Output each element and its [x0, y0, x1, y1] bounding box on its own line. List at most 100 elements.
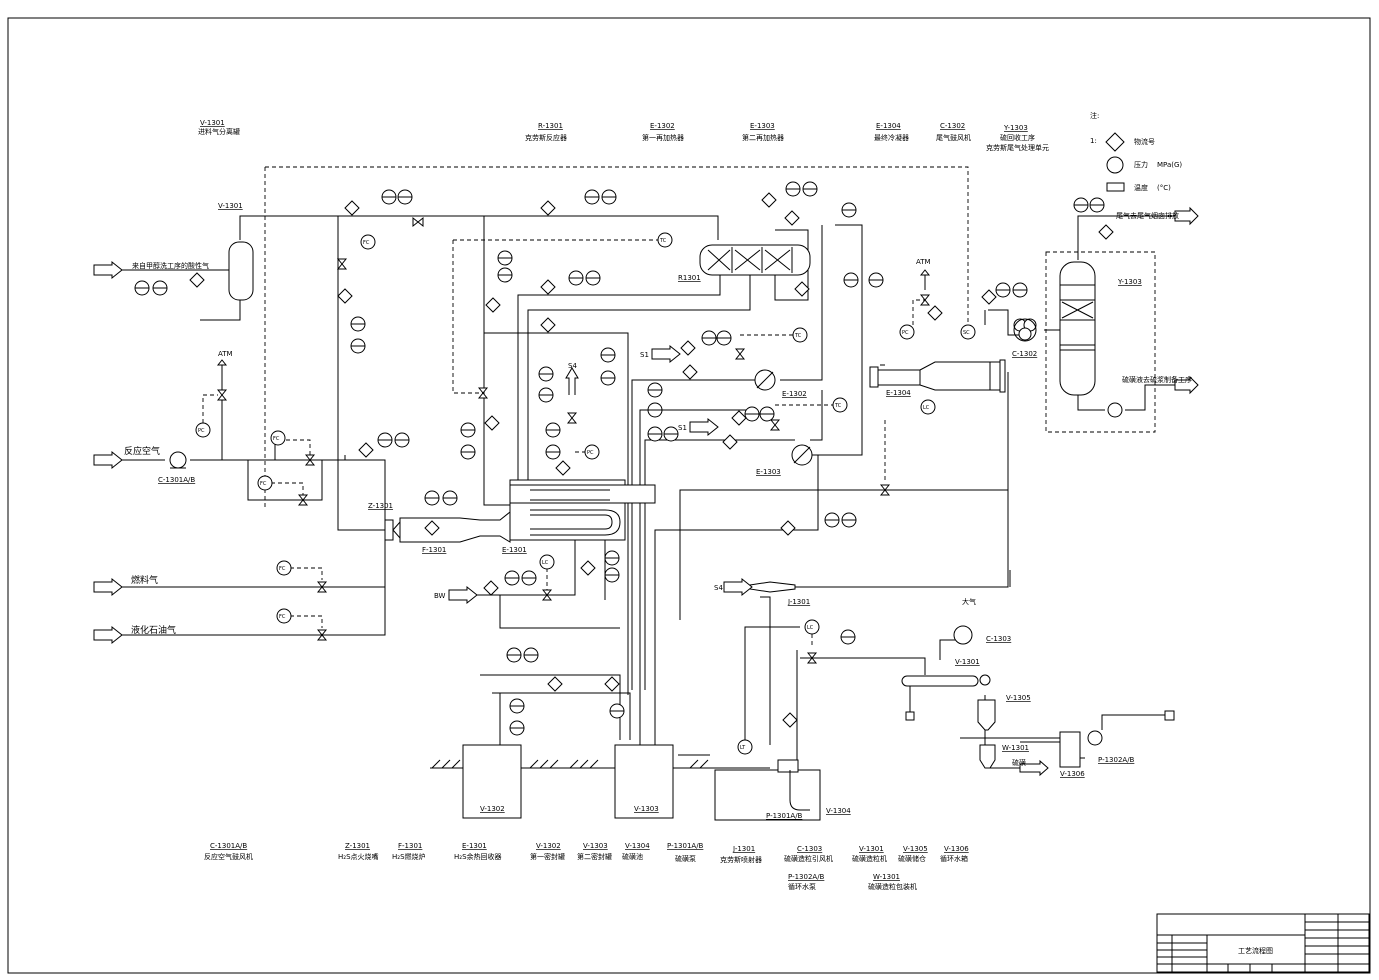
caption-tag-r1301: R-1301	[538, 122, 563, 130]
y1303-pump	[1107, 402, 1123, 418]
svg-text:SC: SC	[963, 330, 970, 336]
drawing-title: 工艺流程图	[1238, 946, 1273, 955]
v1302-seal-tank	[462, 744, 522, 819]
z1301-burner	[384, 519, 394, 541]
caption-name2-y1303: 克劳斯尾气处理单元	[986, 143, 1049, 152]
z1301-tag: Z-1301	[368, 502, 393, 510]
svg-text:FC: FC	[279, 614, 286, 620]
v1301-granulator	[901, 674, 991, 721]
svg-text:J-1301: J-1301	[732, 845, 755, 853]
svg-text:TC: TC	[794, 333, 802, 339]
legend-rect-icon	[1106, 182, 1125, 192]
caption-name-e1302: 第一再加热器	[642, 133, 684, 142]
legend-temp-label: 温度	[1134, 183, 1148, 192]
svg-text:P-1301A/B: P-1301A/B	[667, 842, 704, 850]
f1301-furnace	[399, 510, 511, 543]
stream-sulfur-out: 硫磺液去硫浆制备工序	[1122, 375, 1192, 384]
equipment: V-1301 R1301 C-1301A/B Z-1301 F-1301 E-1…	[158, 202, 1175, 821]
v1302-tag: V-1302	[480, 805, 505, 813]
svg-text:H₂S燃烧炉: H₂S燃烧炉	[392, 852, 426, 861]
stream-s1a: S1	[640, 351, 649, 359]
stream-air: 反应空气	[124, 445, 160, 457]
svg-text:E-1301: E-1301	[462, 842, 487, 850]
svg-text:循环水泵: 循环水泵	[788, 882, 816, 891]
svg-text:V-1306: V-1306	[944, 845, 969, 853]
v1304-sulfur-pit	[714, 769, 821, 821]
stream-arrows: 来自甲醇洗工序的酸性气 反应空气 燃料气 液化石油气 BW S1 S1 S4 S…	[93, 206, 1199, 777]
stream-fuel: 燃料气	[131, 574, 158, 586]
svg-text:P-1302A/B: P-1302A/B	[788, 873, 825, 881]
svg-text:第二密封罐: 第二密封罐	[577, 852, 612, 861]
stream-bw: BW	[434, 592, 446, 600]
svg-text:V-1303: V-1303	[583, 842, 608, 850]
top-equipment-captions: V-1301 进料气分离罐 R-1301 克劳斯反应器 E-1302 第一再加热…	[198, 119, 1049, 152]
stream-s1b: S1	[678, 424, 687, 432]
v1303-seal-tank	[614, 744, 674, 819]
e1304-condenser	[869, 359, 1006, 393]
svg-text:硫磺造粒引风机: 硫磺造粒引风机	[784, 854, 833, 863]
r1301-tag: R1301	[678, 274, 701, 282]
stream-tail-out: 尾气去尾气烟囱排放	[1116, 211, 1179, 220]
caption-name-v1301: 进料气分离罐	[198, 127, 240, 136]
process-lines	[122, 215, 1175, 769]
v1303-tag: V-1303	[634, 805, 659, 813]
v1301-tag: V-1301	[218, 202, 243, 210]
svg-text:F-1301: F-1301	[398, 842, 422, 850]
r1301-reactor	[699, 244, 811, 276]
svg-text:循环水箱: 循环水箱	[940, 854, 968, 863]
j1301-tag: J-1301	[787, 598, 810, 606]
svg-text:FC: FC	[279, 566, 286, 572]
gauges	[134, 181, 1105, 736]
v1306-tank	[1059, 731, 1081, 768]
caption-tag-e1302: E-1302	[650, 122, 675, 130]
legend-pressure-unit: MPa(G)	[1157, 161, 1182, 169]
p1302-pump	[1087, 730, 1103, 746]
v1305-tag: V-1305	[1006, 694, 1031, 702]
v1301-separator	[228, 241, 254, 301]
svg-text:V-1301: V-1301	[859, 845, 884, 853]
p1302-tag: P-1302A/B	[1098, 756, 1135, 764]
bottom-equipment-list: C-1301A/B 反应空气鼓风机 Z-1301 H₂S点火烧嘴 F-1301 …	[204, 842, 969, 891]
svg-text:硫磺造粒机: 硫磺造粒机	[852, 854, 887, 863]
e1303-tag: E-1303	[756, 468, 781, 476]
svg-text:反应空气鼓风机: 反应空气鼓风机	[204, 852, 253, 861]
stream-acid-gas: 来自甲醇洗工序的酸性气	[132, 261, 209, 270]
e1301-tag: E-1301	[502, 546, 527, 554]
svg-text:W-1301: W-1301	[873, 873, 900, 881]
c1303-tag: C-1303	[986, 635, 1011, 643]
svg-text:H₂S点火烧嘴: H₂S点火烧嘴	[338, 852, 379, 861]
legend-temp-unit: (°C)	[1157, 184, 1171, 192]
svg-text:硫磺泵: 硫磺泵	[675, 854, 696, 863]
e1302-tag: E-1302	[782, 390, 807, 398]
svg-text:第一密封罐: 第一密封罐	[530, 852, 565, 861]
drawing-border	[7, 17, 1371, 974]
c1302-blower	[1013, 318, 1037, 342]
v1305-silo	[977, 699, 996, 731]
svg-text:PC: PC	[902, 330, 909, 336]
svg-text:PC: PC	[587, 450, 594, 456]
stream-lpg: 液化石油气	[131, 624, 176, 636]
title-block: 工艺流程图	[1156, 913, 1370, 973]
svg-text:V-1302: V-1302	[536, 842, 561, 850]
caption-name-y1303: 硫回收工序	[1000, 133, 1035, 142]
legend-diamond-icon	[1105, 132, 1125, 152]
legend-key: 1:	[1090, 137, 1097, 145]
legend-stream-label: 物流号	[1134, 137, 1155, 146]
stream-s4b: S4	[714, 584, 723, 592]
p1301-tag: P-1301A/B	[766, 812, 803, 820]
svg-text:硫磺池: 硫磺池	[622, 852, 643, 861]
svg-text:FC: FC	[363, 240, 370, 246]
caption-tag-c1302: C-1302	[940, 122, 965, 130]
c1303-fan	[953, 625, 973, 645]
w1301-tag: W-1301	[1002, 744, 1029, 752]
control-signal-lines	[202, 166, 1156, 745]
stream-atmosphere: 大气	[962, 597, 976, 606]
v1301b-tag: V-1301	[955, 658, 980, 666]
caption-tag-y1303: Y-1303	[1003, 124, 1028, 132]
caption-tag-e1303: E-1303	[750, 122, 775, 130]
e1304-tag: E-1304	[886, 389, 911, 397]
legend-title: 注:	[1090, 111, 1099, 120]
svg-text:V-1304: V-1304	[625, 842, 650, 850]
stream-s4a: S4	[568, 362, 577, 370]
j1301-ejector	[749, 581, 796, 593]
